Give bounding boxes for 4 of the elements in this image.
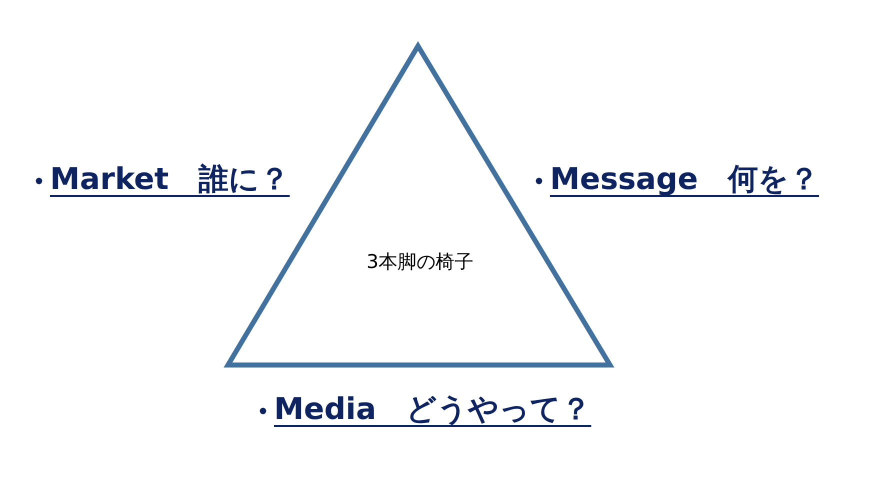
triangle-label: 3本脚の椅子 bbox=[366, 250, 474, 275]
question-label: Media どうやって？ bbox=[274, 392, 592, 428]
question-label: Market 誰に？ bbox=[50, 162, 290, 198]
question-label: Message 何を？ bbox=[550, 162, 819, 198]
